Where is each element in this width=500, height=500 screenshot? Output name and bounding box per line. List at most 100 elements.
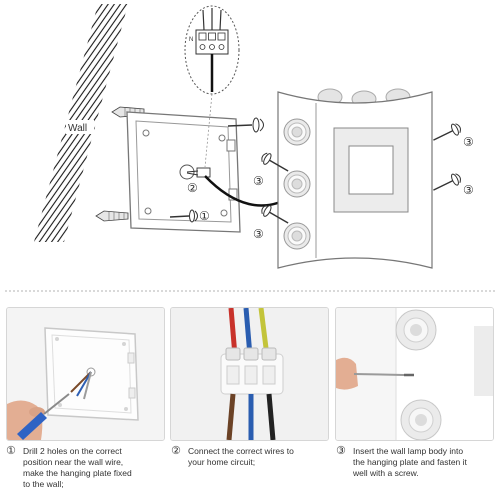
wire-brown (70, 371, 92, 393)
screw-washer (451, 123, 459, 136)
screw-washer (451, 173, 459, 186)
caption-line: Connect the correct wires to (188, 446, 294, 456)
plate-hole (58, 403, 62, 407)
wall: Wall (34, 4, 128, 242)
screwdriver-shaft (43, 393, 70, 415)
screw-washer (189, 209, 195, 223)
marker-lamp-screw: ③ (463, 183, 474, 197)
terminal-lever (243, 347, 259, 361)
screw-shaft (268, 159, 289, 172)
screw-head (261, 204, 268, 214)
hanging-plate-inner-frame (51, 334, 132, 414)
anchor-body (95, 210, 129, 222)
plate-screw-hole (218, 134, 226, 142)
hanging-plate (126, 111, 241, 233)
lamp-screw-right-lower (433, 173, 461, 191)
screwdriver-handle (17, 412, 47, 440)
wall-anchor-bottom (95, 210, 129, 222)
wire-brown (226, 393, 236, 440)
caption-line: Drill 2 holes on the correct (23, 446, 122, 456)
lens-center (291, 126, 303, 138)
lamp-decor-square-inner (348, 145, 394, 195)
anchor-ribs (108, 211, 125, 221)
step-3-number: ③ (336, 444, 346, 457)
lamp-screw-right-upper (433, 123, 461, 141)
step-1-text: Drill 2 holes on the correct position ne… (23, 446, 132, 490)
terminal-lever (225, 347, 241, 361)
lamp-screw-left-upper (261, 152, 289, 172)
caption-line: to the wall; (23, 479, 64, 489)
wall-label: Wall (68, 123, 87, 134)
connector-callout: N (184, 5, 240, 168)
terminal-window (226, 365, 240, 385)
plate-screw-hole (220, 209, 228, 217)
step-1-illustration (7, 308, 164, 440)
step-2-illustration (171, 308, 328, 440)
plate-screw-hole (142, 129, 150, 137)
terminal-lever (261, 347, 277, 361)
callout-terminal-screw (209, 44, 215, 50)
lamp-screw-left-lower (261, 204, 289, 224)
wire-black (266, 393, 276, 440)
marker-wiring: ② (187, 181, 198, 195)
caption-line: Insert the wall lamp body into (353, 446, 464, 456)
callout-terminal-cell (208, 32, 216, 41)
callout-terminal-cell (198, 32, 207, 41)
lamp-lens-lower (283, 222, 311, 250)
wire-blue (76, 371, 92, 397)
lamp-body (277, 88, 433, 269)
screw-washer (263, 153, 272, 165)
callout-label: N (189, 37, 193, 43)
plate-wires (186, 170, 199, 176)
callout-terminal-cell (217, 32, 226, 41)
step-2-text: Connect the correct wires to your home c… (188, 446, 294, 468)
lamp-lens-middle (283, 170, 311, 198)
step-2-number: ② (171, 444, 181, 457)
lens-center (291, 178, 303, 190)
callout-terminal-screw (199, 44, 206, 50)
screw-shaft (227, 124, 253, 127)
marker-lamp-screw: ③ (463, 135, 474, 149)
lamp-side-panel (474, 326, 493, 396)
terminal-window (262, 365, 276, 385)
callout-input-wires (202, 8, 222, 31)
screw-head (455, 123, 461, 133)
plate-hole (124, 407, 128, 411)
plate-inner-frame (135, 120, 232, 223)
screw-head (455, 173, 461, 183)
wall-label-background (66, 120, 94, 134)
step-3-text: Insert the wall lamp body into the hangi… (353, 446, 467, 479)
hand (336, 357, 358, 390)
plate-screw-top (227, 117, 264, 133)
caption-line: the hanging plate and fasten it (353, 457, 467, 467)
screw-shaft (433, 129, 454, 141)
plate-clip (128, 387, 136, 399)
caption-line: well with a screw. (353, 468, 419, 478)
caption-line: make the hanging plate fixed (23, 468, 132, 478)
lamp-lens-center (410, 324, 422, 336)
plate-hole (122, 342, 126, 346)
step-2-photo (170, 307, 329, 441)
step-3-illustration (336, 308, 493, 440)
screw-head (261, 152, 268, 162)
screw-shaft (433, 179, 454, 191)
step-3-photo (335, 307, 494, 441)
screw-washer (252, 117, 260, 133)
screw-shaft (268, 211, 289, 224)
caption-line: position near the wall wire, (23, 457, 124, 467)
plate-clip (127, 352, 135, 364)
plate-hole (55, 337, 59, 341)
marker-lamp-screw: ③ (253, 227, 264, 241)
lens-center (291, 230, 303, 242)
step-1-photo (6, 307, 165, 441)
caption-line: your home circuit; (188, 457, 256, 467)
wire-grey (83, 371, 92, 400)
plate-screw-hole (144, 207, 152, 215)
marker-lamp-screw: ③ (253, 174, 264, 188)
screw-washer (263, 205, 272, 217)
callout-terminal-screw (218, 44, 225, 50)
plate-terminal-block (196, 167, 211, 178)
plate-screw-bottom (169, 209, 198, 223)
installation-diagram: Wall ① ② (5, 4, 495, 292)
callout-leader-line (204, 93, 213, 168)
